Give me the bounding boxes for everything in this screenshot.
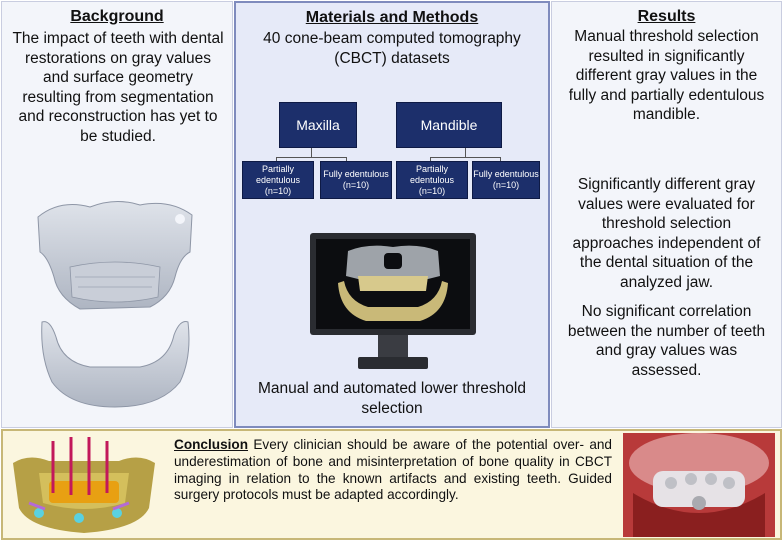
connector-line	[430, 157, 431, 161]
methods-heading: Materials and Methods	[305, 9, 479, 26]
conclusion-panel: Conclusion Every clinician should be awa…	[1, 429, 782, 540]
connector-line	[276, 157, 277, 161]
conclusion-label: Conclusion	[174, 437, 249, 452]
results-panel: Results Manual threshold selection resul…	[551, 1, 782, 428]
results-paragraph-2: Significantly different gray values were…	[572, 176, 761, 291]
conclusion-body: Every clinician should be aware of the p…	[174, 437, 612, 503]
connector-line	[276, 157, 347, 158]
methods-caption: Manual and automated lower threshold sel…	[258, 380, 526, 417]
results-paragraph-1: Manual threshold selection resulted in s…	[568, 28, 765, 123]
results-paragraph-3: No significant correlation between the n…	[567, 303, 766, 379]
methods-subtitle: 40 cone-beam computed tomography (CBCT) …	[263, 30, 521, 67]
connector-line	[500, 157, 501, 161]
connector-line	[430, 157, 501, 158]
methods-panel: Materials and Methods 40 cone-beam compu…	[234, 1, 550, 428]
connector-line	[465, 147, 466, 157]
maxilla-box: Maxilla	[279, 102, 357, 148]
intraoral-photo	[623, 433, 775, 537]
background-text: The impact of teeth with dental restorat…	[12, 30, 224, 145]
results-heading: Results	[637, 8, 696, 25]
maxilla-fully-box: Fully edentulous (n=10)	[320, 161, 392, 199]
mandible-box: Mandible	[396, 102, 502, 148]
connector-line	[311, 147, 312, 157]
implant-model-image	[13, 437, 155, 533]
mandible-fully-box: Fully edentulous (n=10)	[472, 161, 540, 199]
background-panel: Background The impact of teeth with dent…	[1, 1, 233, 428]
connector-line	[346, 157, 347, 161]
background-heading: Background	[70, 8, 164, 25]
mandible-partially-box: Partially edentulous (n=10)	[396, 161, 468, 199]
monitor-icon	[310, 233, 476, 369]
conclusion-text: Conclusion Every clinician should be awa…	[174, 437, 612, 504]
maxilla-partially-box: Partially edentulous (n=10)	[242, 161, 314, 199]
jaw-model-image	[37, 201, 193, 408]
